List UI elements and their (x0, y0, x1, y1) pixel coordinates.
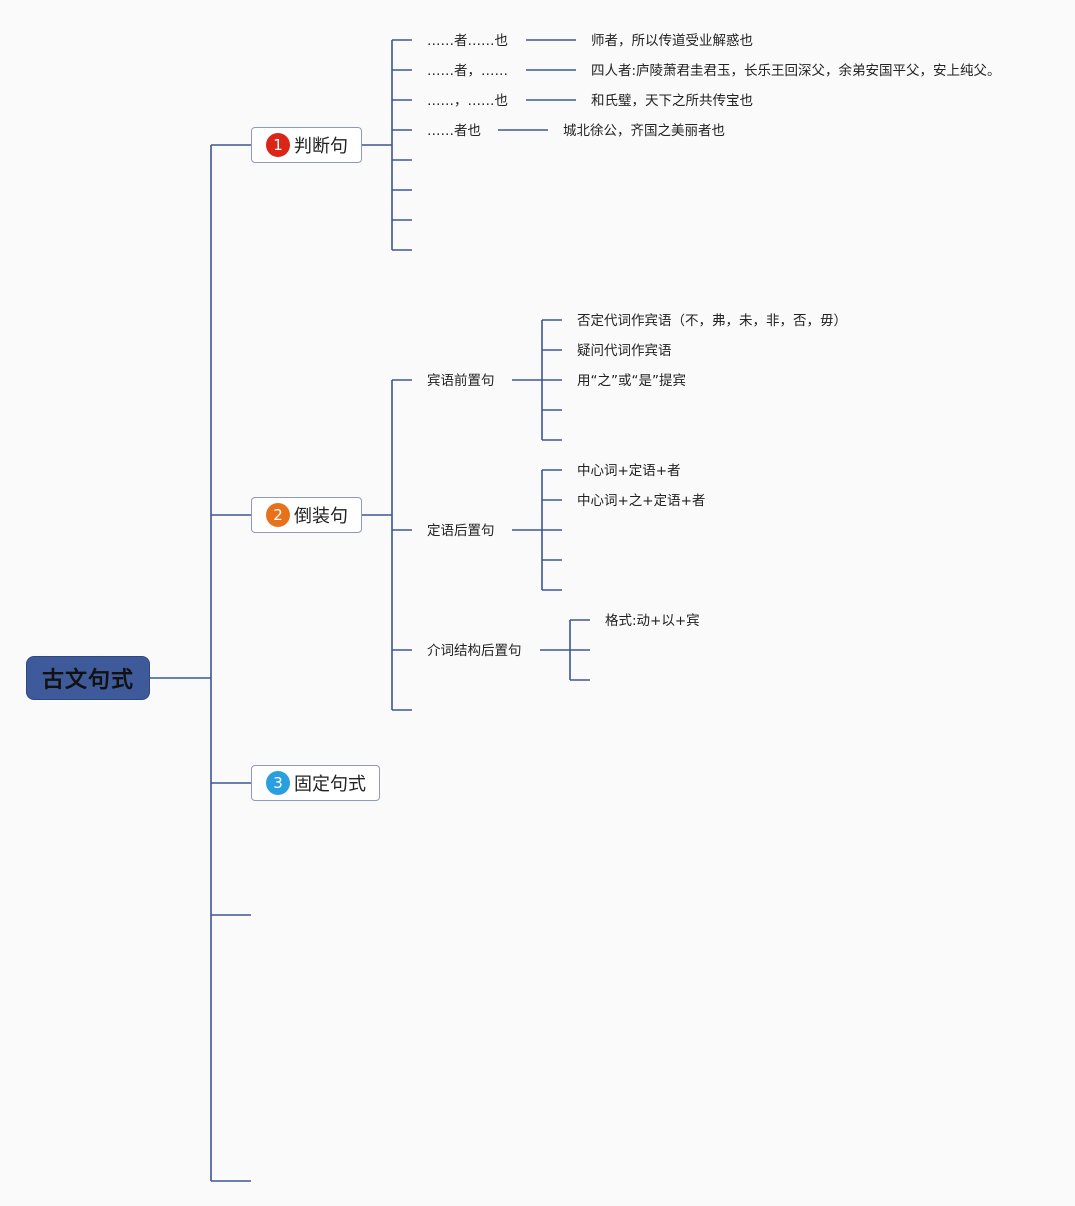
subtopic-item[interactable]: 用“之”或“是”提宾 (577, 373, 686, 389)
subtopic-attributive-postposed[interactable]: 定语后置句 (427, 523, 495, 539)
example-label[interactable]: 城北徐公，齐国之美丽者也 (563, 123, 725, 139)
subtopic-object-preposed[interactable]: 宾语前置句 (427, 373, 495, 389)
subtopic-item[interactable]: 否定代词作宾语（不，弗，未，非，否，毋） (577, 313, 847, 329)
subtopic-item[interactable]: 中心词+之+定语+者 (577, 493, 706, 509)
pattern-label[interactable]: ……者……也 (427, 33, 508, 49)
topic-inverted-sentence[interactable]: 2 倒装句 (251, 497, 362, 533)
topic-judgment-sentence[interactable]: 1 判断句 (251, 127, 362, 163)
number-badge-icon: 3 (266, 771, 290, 795)
number-badge-icon: 1 (266, 133, 290, 157)
subtopic-item[interactable]: 中心词+定语+者 (577, 463, 681, 479)
topic-label: 判断句 (294, 136, 348, 157)
example-label[interactable]: 师者，所以传道受业解惑也 (591, 33, 753, 49)
pattern-label[interactable]: ……者也 (427, 123, 481, 139)
root-topic-label: 古文句式 (41, 668, 134, 693)
topic-label: 倒装句 (294, 506, 348, 527)
topic-label: 固定句式 (294, 774, 366, 795)
pattern-label[interactable]: ……，……也 (427, 93, 508, 109)
number-badge-icon: 2 (266, 503, 290, 527)
topic-fixed-pattern[interactable]: 3 固定句式 (251, 765, 380, 801)
example-label[interactable]: 和氏璧，天下之所共传宝也 (591, 93, 753, 109)
root-topic[interactable]: 古文句式 (26, 656, 150, 700)
subtopic-prepositional-postposed[interactable]: 介词结构后置句 (427, 643, 522, 659)
example-label[interactable]: 四人者:庐陵萧君圭君玉，长乐王回深父，余弟安国平父，安上纯父。 (591, 63, 1001, 79)
subtopic-item[interactable]: 疑问代词作宾语 (577, 343, 672, 359)
pattern-label[interactable]: ……者，…… (427, 63, 508, 79)
subtopic-item[interactable]: 格式:动+以+宾 (605, 613, 700, 629)
